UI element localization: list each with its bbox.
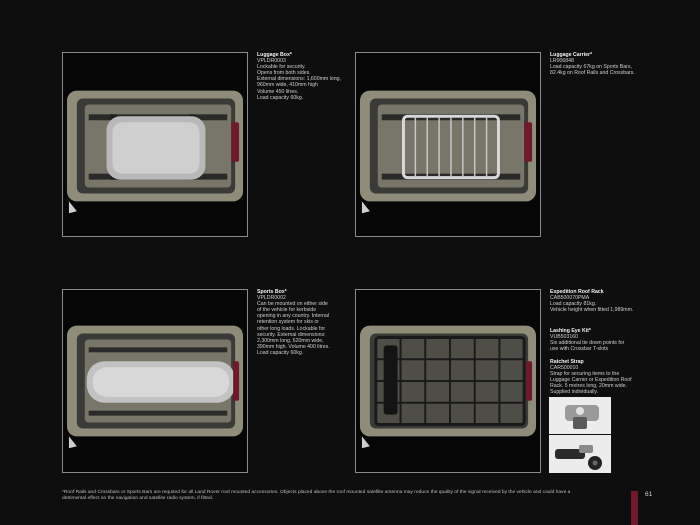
product-title: Luggage Carrier*: [550, 52, 593, 58]
photo-expedition-roof-rack: [355, 289, 541, 473]
ratchet-strap-image: [549, 435, 611, 473]
photo-sports-box: [62, 289, 248, 473]
lashing-eye-thumbnail: [549, 397, 611, 434]
footnote: *Roof Rails and Crossbars or Sports Bars…: [62, 490, 571, 502]
caption-expedition-roof-rack: Expedition Roof Rack CAB500070PMA Load c…: [550, 289, 650, 313]
product-title: Sports Box*: [257, 289, 287, 295]
product-code: LR006848: [550, 58, 574, 65]
product-detail: of the vehicle for kerbside: [257, 307, 317, 314]
product-code: CAR500010: [550, 365, 579, 372]
product-detail: Can be mounted on either side: [257, 301, 328, 308]
caption-luggage-carrier: Luggage Carrier* LR006848 Load capacity …: [550, 52, 650, 76]
product-detail: Strap for securing items to the: [550, 371, 620, 378]
product-title: Luggage Box*: [257, 52, 292, 58]
caption-lashing-eye-kit: Lashing Eye Kit* VUB503160 Six additiona…: [550, 328, 650, 352]
photo-luggage-carrier: [355, 52, 541, 237]
product-title: Ratchet Strap: [550, 359, 584, 365]
vehicle-with-luggage-box-image: [63, 53, 247, 236]
ratchet-strap-thumbnail: [549, 435, 611, 473]
product-detail: 960mm wide, 410mm high: [257, 82, 318, 89]
product-detail: External dimensions: 1,600mm long,: [257, 76, 341, 83]
lashing-eye-image: [549, 397, 611, 434]
product-detail: security. External dimensions:: [257, 331, 326, 338]
product-detail: Rack. 5 metres long, 20mm wide.: [550, 383, 627, 390]
product-detail: other long loads. Lockable for: [257, 325, 326, 332]
product-detail: Luggage Carrier or Expedition Roof: [550, 377, 632, 384]
product-detail: 390mm high. Volume 400 litres.: [257, 343, 330, 350]
product-title: Lashing Eye Kit*: [550, 328, 591, 334]
product-detail: Load capacity 60kg.: [257, 349, 304, 356]
vehicle-with-expedition-roof-rack-image: [356, 290, 540, 472]
vehicle-with-sports-box-image: [63, 290, 247, 472]
product-detail: Lockable for security.: [257, 64, 306, 71]
product-detail: use with Crossbar T-slots: [550, 346, 609, 353]
product-code: VUB503160: [550, 334, 578, 341]
caption-ratchet-strap: Ratchet Strap CAR500010 Strap for securi…: [550, 359, 650, 396]
photo-luggage-box: [62, 52, 248, 237]
product-detail: Load capacity 60kg.: [257, 94, 304, 101]
product-detail: Vehicle height when fitted 1,989mm.: [550, 307, 634, 314]
product-code: CAB500070PMA: [550, 295, 590, 302]
product-detail: 82.4kg on Roof Rails and Crossbars.: [550, 70, 635, 77]
product-detail: retention system for skis or: [257, 319, 319, 326]
page-accent-tab: [631, 491, 638, 525]
product-detail: 2,300mm long, 620mm wide,: [257, 337, 324, 344]
product-detail: Opens from both sides.: [257, 70, 311, 77]
product-code: VPLDR0003: [257, 58, 286, 65]
product-title: Expedition Roof Rack: [550, 289, 604, 295]
product-detail: Load capacity 81kg.: [550, 301, 597, 308]
product-code: VPLDR0002: [257, 295, 286, 302]
product-detail: Volume 450 litres.: [257, 88, 299, 95]
product-detail: Load capacity 67kg on Sports Bars,: [550, 64, 632, 71]
product-detail: Six additional tie down points for: [550, 340, 625, 347]
product-detail: Supplied individually.: [550, 389, 599, 396]
page-number: 61: [645, 491, 653, 498]
caption-sports-box: Sports Box* VPLDR0002 Can be mounted on …: [257, 289, 347, 356]
vehicle-with-luggage-carrier-image: [356, 53, 540, 236]
caption-luggage-box: Luggage Box* VPLDR0003 Lockable for secu…: [257, 52, 347, 101]
product-detail: opening in any country. Internal: [257, 313, 329, 320]
